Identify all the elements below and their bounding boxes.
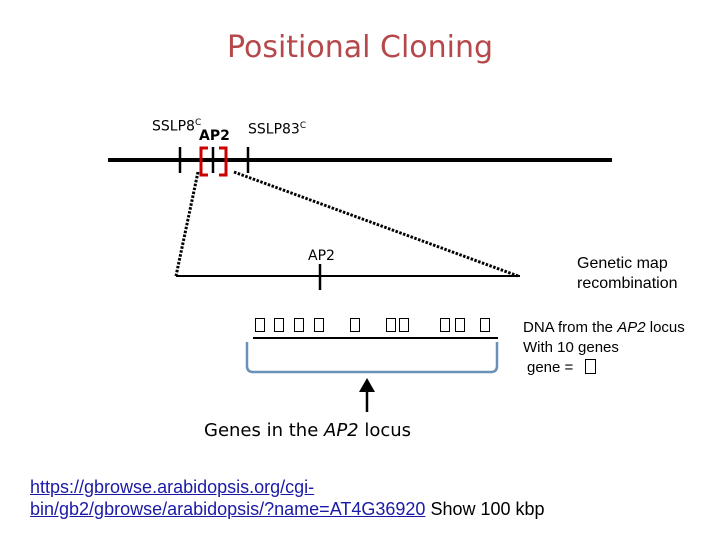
genes-caption-suffix: locus — [358, 420, 412, 441]
genes-caption: Genes in the AP2 locus — [204, 420, 411, 441]
gene-box — [274, 318, 284, 332]
marker-label-sslp8: SSLP8C — [152, 118, 201, 135]
genes-caption-prefix: Genes in the — [204, 420, 324, 441]
marker-superscript: C — [299, 121, 307, 131]
page-title: Positional Cloning — [226, 30, 494, 65]
genetic-map-line1: Genetic map — [577, 255, 668, 272]
dna-line1-suffix: locus — [645, 319, 685, 336]
gene-legend: gene = — [527, 358, 685, 378]
zoom-line-right — [233, 170, 519, 278]
red-bracket-right — [219, 146, 228, 177]
gene-box — [399, 318, 409, 332]
marker-name: SSLP83 — [248, 121, 300, 138]
arrow-head — [359, 378, 375, 392]
genetic-map-label: Genetic map recombination — [577, 254, 678, 294]
marker-superscript: C — [194, 118, 202, 128]
dna-line1: DNA from the AP2 locus — [523, 318, 685, 338]
zoom-line-left — [174, 171, 200, 277]
gene-box — [455, 318, 465, 332]
red-bracket-left — [199, 146, 208, 177]
marker-label-sslp83: SSLP83C — [248, 121, 306, 138]
dna-line1-prefix: DNA from the — [523, 319, 618, 336]
genes-caption-gene: AP2 — [324, 420, 359, 441]
dna-line2: With 10 genes — [523, 339, 619, 356]
marker-label-ap2: AP2 — [199, 128, 230, 144]
dna-label: DNA from the AP2 locus With 10 genes gen… — [523, 318, 685, 378]
gene-legend-text: gene = — [527, 359, 574, 376]
url-line2: bin/gb2/gbrowse/arabidopsis/?name=AT4G36… — [30, 498, 545, 520]
url-suffix: Show 100 kbp — [425, 499, 545, 519]
gene-box — [314, 318, 324, 332]
url-block: https://gbrowse.arabidopsis.org/cgi- bin… — [30, 476, 545, 520]
url-link-part2[interactable]: bin/gb2/gbrowse/arabidopsis/?name=AT4G36… — [30, 499, 426, 519]
marker-name: SSLP8 — [152, 118, 195, 135]
gene-box — [294, 318, 304, 332]
url-line1[interactable]: https://gbrowse.arabidopsis.org/cgi- — [30, 476, 545, 498]
gene-box — [440, 318, 450, 332]
gene-brace — [245, 342, 499, 374]
genetic-map-line2: recombination — [577, 275, 678, 292]
gene-box — [255, 318, 265, 332]
gene-box — [386, 318, 396, 332]
gene-box — [480, 318, 490, 332]
dna-line1-gene: AP2 — [617, 319, 646, 336]
url-link-part1[interactable]: https://gbrowse.arabidopsis.org/cgi- — [30, 477, 315, 497]
gene-box — [350, 318, 360, 332]
zoom-label-ap2: AP2 — [308, 248, 335, 264]
gene-legend-box — [585, 359, 597, 374]
